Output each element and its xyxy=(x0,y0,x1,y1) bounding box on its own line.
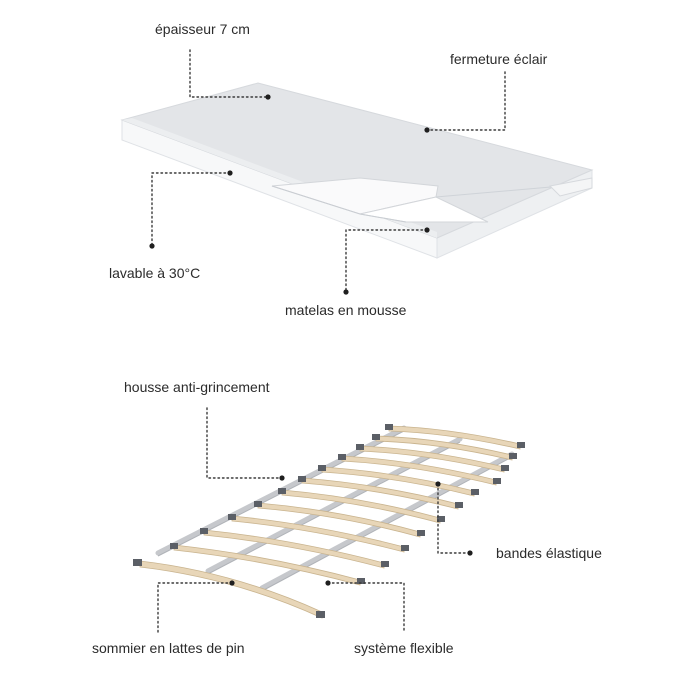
anti-squeak-cover-label: housse anti-grincement xyxy=(124,379,270,395)
thickness-label: épaisseur 7 cm xyxy=(155,21,250,37)
slat xyxy=(318,465,479,497)
leader-anti-squeak xyxy=(206,407,285,481)
leader-flex-system xyxy=(325,580,405,634)
elastic-bands-label: bandes élastique xyxy=(496,545,602,561)
leader-elastic-bands xyxy=(435,481,473,556)
leader-zipper xyxy=(424,71,506,133)
leader-slats xyxy=(157,580,235,634)
foam-mattress xyxy=(120,82,594,259)
flex-system-label: système flexible xyxy=(354,640,454,656)
zipper-flap xyxy=(271,177,593,223)
slat xyxy=(338,454,501,486)
slat xyxy=(200,528,389,569)
foam-mattress-label: matelas en mousse xyxy=(285,302,407,318)
slat xyxy=(356,444,509,473)
slat xyxy=(298,476,463,510)
leader-foam xyxy=(343,227,430,295)
slat xyxy=(228,514,409,553)
leader-washable xyxy=(149,170,233,249)
slat xyxy=(385,424,525,450)
slat xyxy=(278,488,445,524)
slat xyxy=(133,559,325,619)
leader-thickness xyxy=(189,49,271,100)
slat xyxy=(170,543,365,586)
slat xyxy=(372,434,517,461)
pine-slats-label: sommier en lattes de pin xyxy=(92,640,245,656)
washable-label: lavable à 30°C xyxy=(109,265,201,281)
slat xyxy=(254,501,425,538)
slats xyxy=(133,424,525,619)
zipper-label: fermeture éclair xyxy=(450,51,548,67)
slatted-bed-base xyxy=(133,424,525,619)
